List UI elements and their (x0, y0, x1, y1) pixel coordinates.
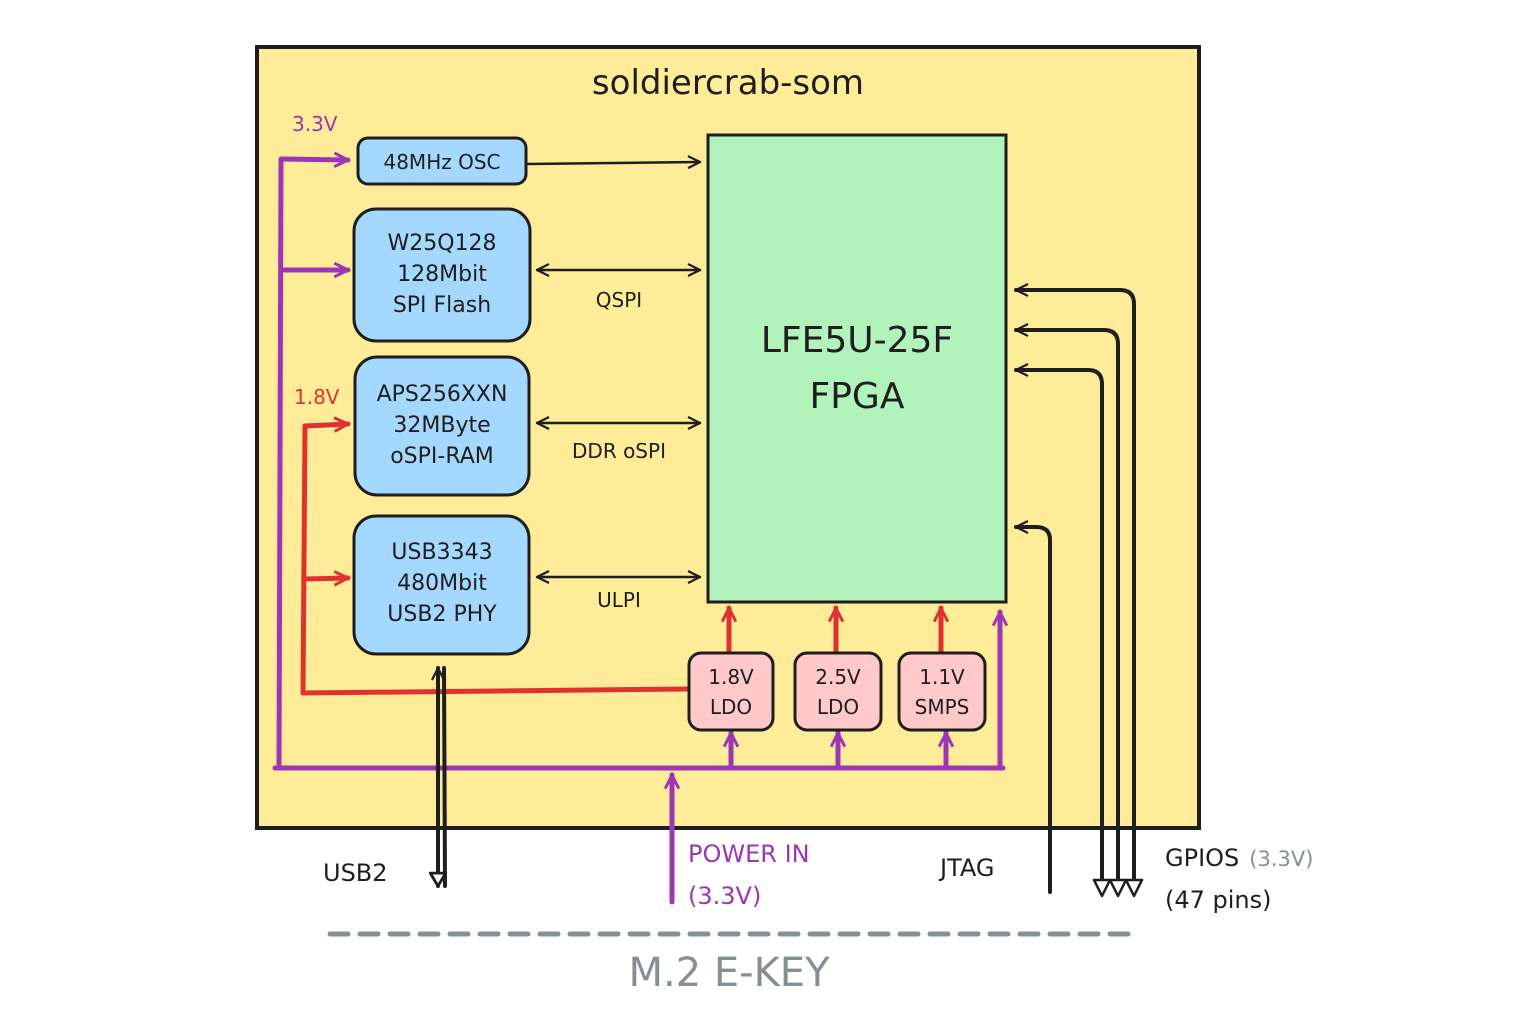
usb2-line (438, 666, 447, 888)
ulpi-label: ULPI (597, 588, 641, 612)
usb-phy-line1: USB3343 (391, 540, 492, 565)
usb2-label: USB2 (323, 859, 388, 887)
gpios-name: GPIOS (1165, 844, 1239, 872)
regulator-ldo-18-line2: LDO (710, 695, 752, 719)
regulator-smps-11-line2: SMPS (915, 695, 970, 719)
osc-power-arrow (278, 159, 351, 160)
regulator-ldo-18-line1: 1.8V (708, 665, 754, 689)
usb-phy-block: USB3343 480Mbit USB2 PHY (352, 514, 531, 656)
ospi-ram-line3: oSPI-RAM (390, 444, 494, 469)
jtag-label: JTAG (938, 854, 994, 882)
gpios-voltage: (3.3V) (1249, 847, 1313, 871)
spi-flash-line3: SPI Flash (393, 293, 491, 318)
clock-arrow (525, 162, 702, 164)
power-in-label: POWER IN (688, 840, 810, 868)
gpios-pin-count: (47 pins) (1165, 886, 1272, 914)
regulator-ldo-25: 2.5V LDO (793, 651, 883, 732)
fpga-type-label: FPGA (810, 376, 905, 417)
power-18v-net (300, 424, 941, 696)
fpga-part-label: LFE5U-25F (761, 320, 953, 361)
ram-power-arrow (302, 424, 351, 426)
ospi-label: DDR oSPI (572, 439, 666, 463)
m2-connector: M.2 E-KEY (327, 931, 1138, 996)
regulator-ldo-25-line2: LDO (817, 695, 859, 719)
power-in-voltage: (3.3V) (688, 882, 761, 910)
oscillator-label: 48MHz OSC (383, 150, 500, 174)
ospi-ram-line1: APS256XXN (377, 382, 508, 407)
rail-33v-label: 3.3V (292, 112, 338, 136)
usb-phy-line2: 480Mbit (397, 571, 487, 596)
ospi-ram-block: APS256XXN 32MByte oSPI-RAM (353, 355, 531, 497)
gpio-lines (1014, 290, 1144, 898)
regulator-smps-11-line1: 1.1V (919, 665, 965, 689)
fpga-block: LFE5U-25F FPGA (706, 133, 1008, 604)
phy-power-arrow (301, 578, 351, 579)
qspi-label: QSPI (596, 288, 642, 312)
power-33v-net (272, 159, 1003, 905)
jtag-line (1014, 527, 1052, 894)
ospi-ram-line2: 32MByte (393, 413, 490, 438)
spi-flash-block: W25Q128 128Mbit SPI Flash (352, 207, 532, 343)
spi-flash-line2: 128Mbit (397, 262, 487, 287)
regulator-ldo-18: 1.8V LDO (687, 651, 775, 732)
signal-net (525, 162, 702, 577)
regulator-ldo-25-line1: 2.5V (815, 665, 861, 689)
regulator-smps-11: 1.1V SMPS (897, 651, 987, 732)
spi-flash-line1: W25Q128 (387, 231, 496, 256)
board-title: soldiercrab-som (592, 63, 864, 103)
connector-label: M.2 E-KEY (628, 950, 830, 996)
usb-phy-line3: USB2 PHY (387, 602, 497, 627)
gpios-label: GPIOS (3.3V) (1165, 844, 1313, 872)
oscillator-block: 48MHz OSC (356, 136, 528, 186)
rail-18v-label: 1.8V (294, 385, 340, 409)
